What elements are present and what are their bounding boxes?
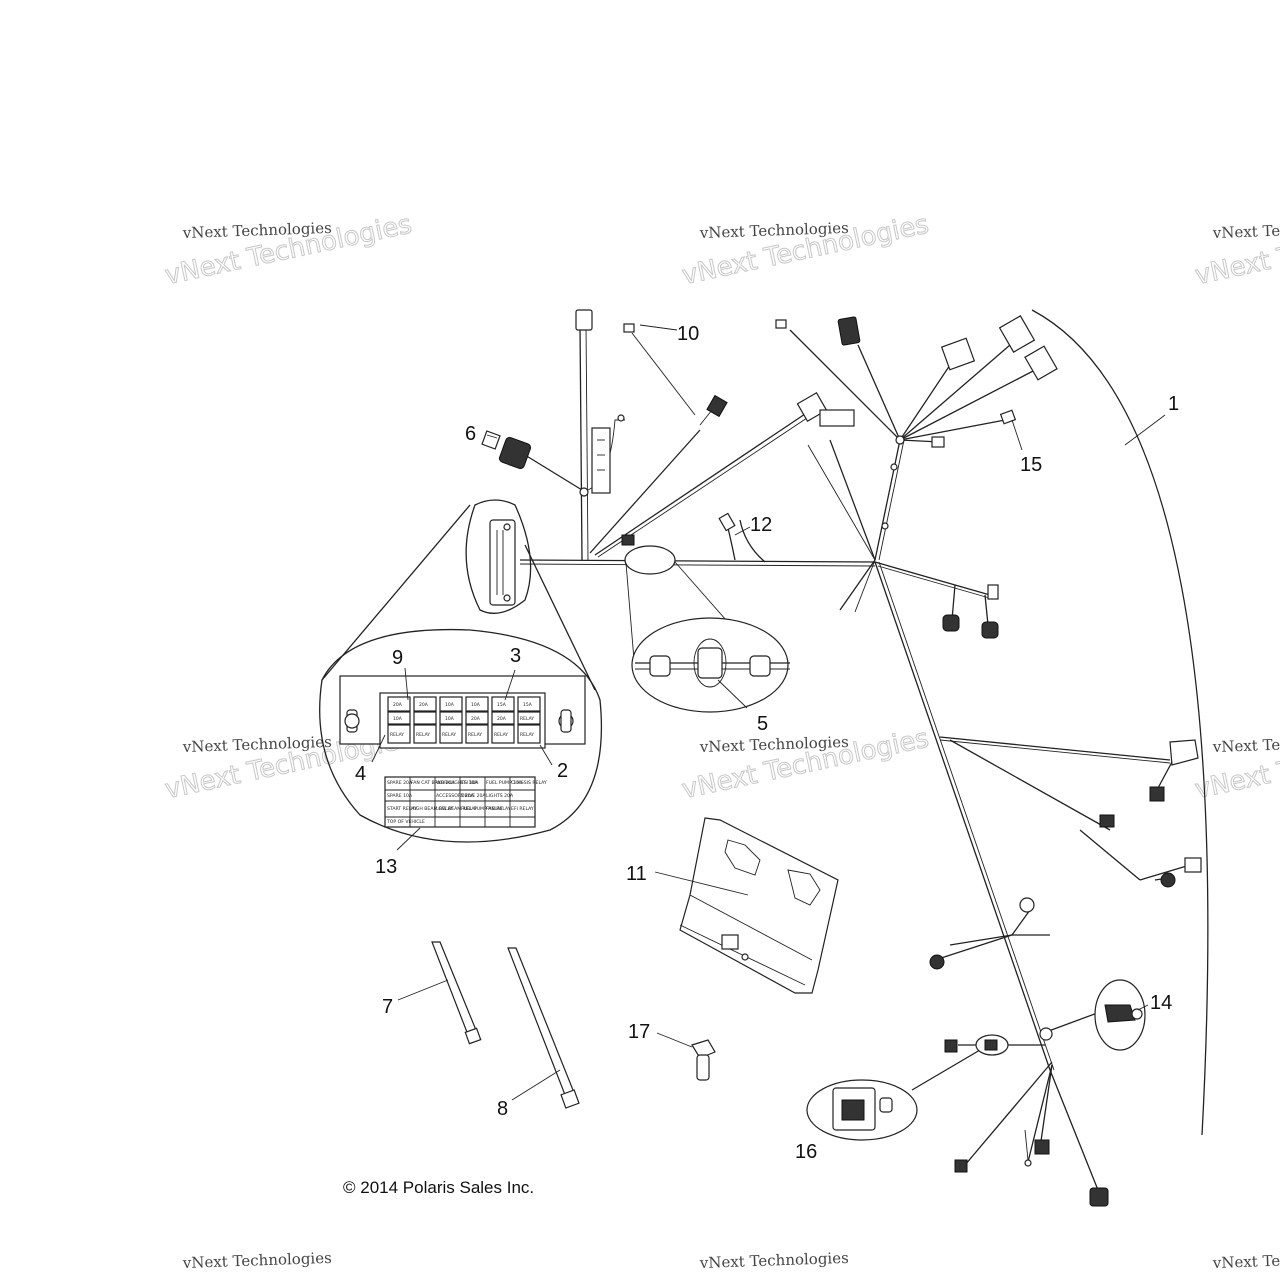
watermark-text: vNext Technologies (699, 733, 850, 756)
fuse-table-cell: START RELAY (387, 806, 417, 812)
fuse-table-cell: DRIVE 20A (461, 793, 486, 799)
fuse-label: 10A (445, 716, 455, 722)
callout-16: 16 (795, 1141, 817, 1163)
callout-7: 7 (382, 996, 393, 1018)
callout-2: 2 (557, 760, 568, 782)
inset-13-fuse-box: 20A 20A 10A 10A 15A 15A 10A 10A 20A 20A … (319, 499, 603, 851)
fuse-table-cell: FUEL PUMP RELAY (461, 806, 503, 812)
fuse-label: 20A (393, 702, 403, 708)
watermark-group: vNext Technologies vNext Technologies vN… (162, 209, 1280, 1272)
screw-17 (656, 1032, 716, 1081)
relay-label: RELAY (494, 732, 508, 738)
fuse-table-cell: FAN RELAY (486, 806, 511, 812)
watermark-text: vNext Technologies (182, 219, 333, 242)
cable-tie-8 (507, 947, 580, 1109)
harness-boundary-arc (1031, 309, 1209, 1136)
callout-13: 13 (375, 856, 397, 878)
fuse-table-cell: FAN CAT BRKR 20A (411, 780, 455, 786)
relay-label: RELAY (390, 732, 404, 738)
callout-12: 12 (750, 514, 772, 536)
relay-label: RELAY (468, 732, 482, 738)
watermark-text: vNext Technologies (1212, 1249, 1280, 1272)
callout-4: 4 (355, 763, 366, 785)
watermark-text: vNext Technologies (1212, 733, 1280, 756)
watermark-text: vNext Technologies (699, 219, 850, 242)
fuse-label: 20A (419, 702, 429, 708)
callout-9: 9 (392, 647, 403, 669)
watermark-text: vNext Technologies (699, 1249, 850, 1272)
fuse-table-cell: HIGH BEAM RELAY (411, 806, 453, 812)
callout-6: 6 (465, 423, 476, 445)
fuse-table-cell: WORKLIGHTS 10A (436, 780, 478, 786)
fuse-table: SPARE 20A FAN CAT BRKR 20A WORKLIGHTS 10… (384, 776, 547, 828)
fuse-table-cell: ACCESSORY 20A (436, 793, 475, 799)
fuse-table-cell: EFI 10A (461, 780, 479, 786)
fuse-table-cell: TOP OF VEHICLE (386, 819, 425, 825)
fuse-table-cell: EFI RELAY (511, 806, 534, 812)
fuse-label: 10A (471, 702, 481, 708)
callout-leaders (486, 324, 1166, 1011)
fuse-label: 20A (497, 716, 507, 722)
fuse-label: 10A (393, 716, 403, 722)
fuse-table-cell: LIGHTS 20A (486, 793, 514, 799)
callout-17: 17 (628, 1021, 650, 1043)
callout-5: 5 (757, 713, 768, 735)
callout-3: 3 (510, 645, 521, 667)
watermark-text: vNext Technologies (182, 1249, 333, 1272)
callout-numbers: 1 2 3 4 5 6 7 8 9 10 11 12 13 14 15 16 1… (355, 323, 1179, 1163)
main-harness (481, 309, 1202, 1207)
relay-label: RELAY (442, 732, 456, 738)
fuse-label: 15A (497, 702, 507, 708)
watermark-text: vNext Technologies (1212, 219, 1280, 242)
callout-11: 11 (626, 863, 647, 885)
fuse-table-cell: FUEL PUMP 15A (486, 780, 523, 786)
fuse-table-cell: CHASSIS RELAY (511, 780, 547, 786)
cable-tie-7 (397, 941, 482, 1045)
bracket-plate-11 (654, 817, 839, 994)
fuse-grid: 20A 20A 10A 10A 15A 15A 10A 10A 20A 20A … (387, 696, 541, 744)
relay-label: RELAY (416, 732, 430, 738)
watermark-text: vNext Technologies (182, 733, 333, 756)
fuse-table-cell: LOW BEAM RELAY (436, 806, 477, 812)
relay-label: RELAY (520, 732, 534, 738)
fuse-label: 15A (523, 702, 533, 708)
callout-10: 10 (677, 323, 699, 345)
fuse-label: 20A (471, 716, 481, 722)
fuse-table-cell: SPARE 10A (387, 793, 413, 799)
callout-15: 15 (1020, 454, 1042, 476)
callout-14: 14 (1150, 992, 1172, 1014)
copyright-notice: © 2014 Polaris Sales Inc. (343, 1178, 535, 1197)
inset-5-connector-detail (624, 545, 790, 713)
fuse-label: RELAY (520, 716, 534, 722)
callout-1: 1 (1168, 393, 1179, 415)
fuse-label: 10A (445, 702, 455, 708)
callout-8: 8 (497, 1098, 508, 1120)
fuse-table-cell: SPARE 20A (387, 780, 413, 786)
